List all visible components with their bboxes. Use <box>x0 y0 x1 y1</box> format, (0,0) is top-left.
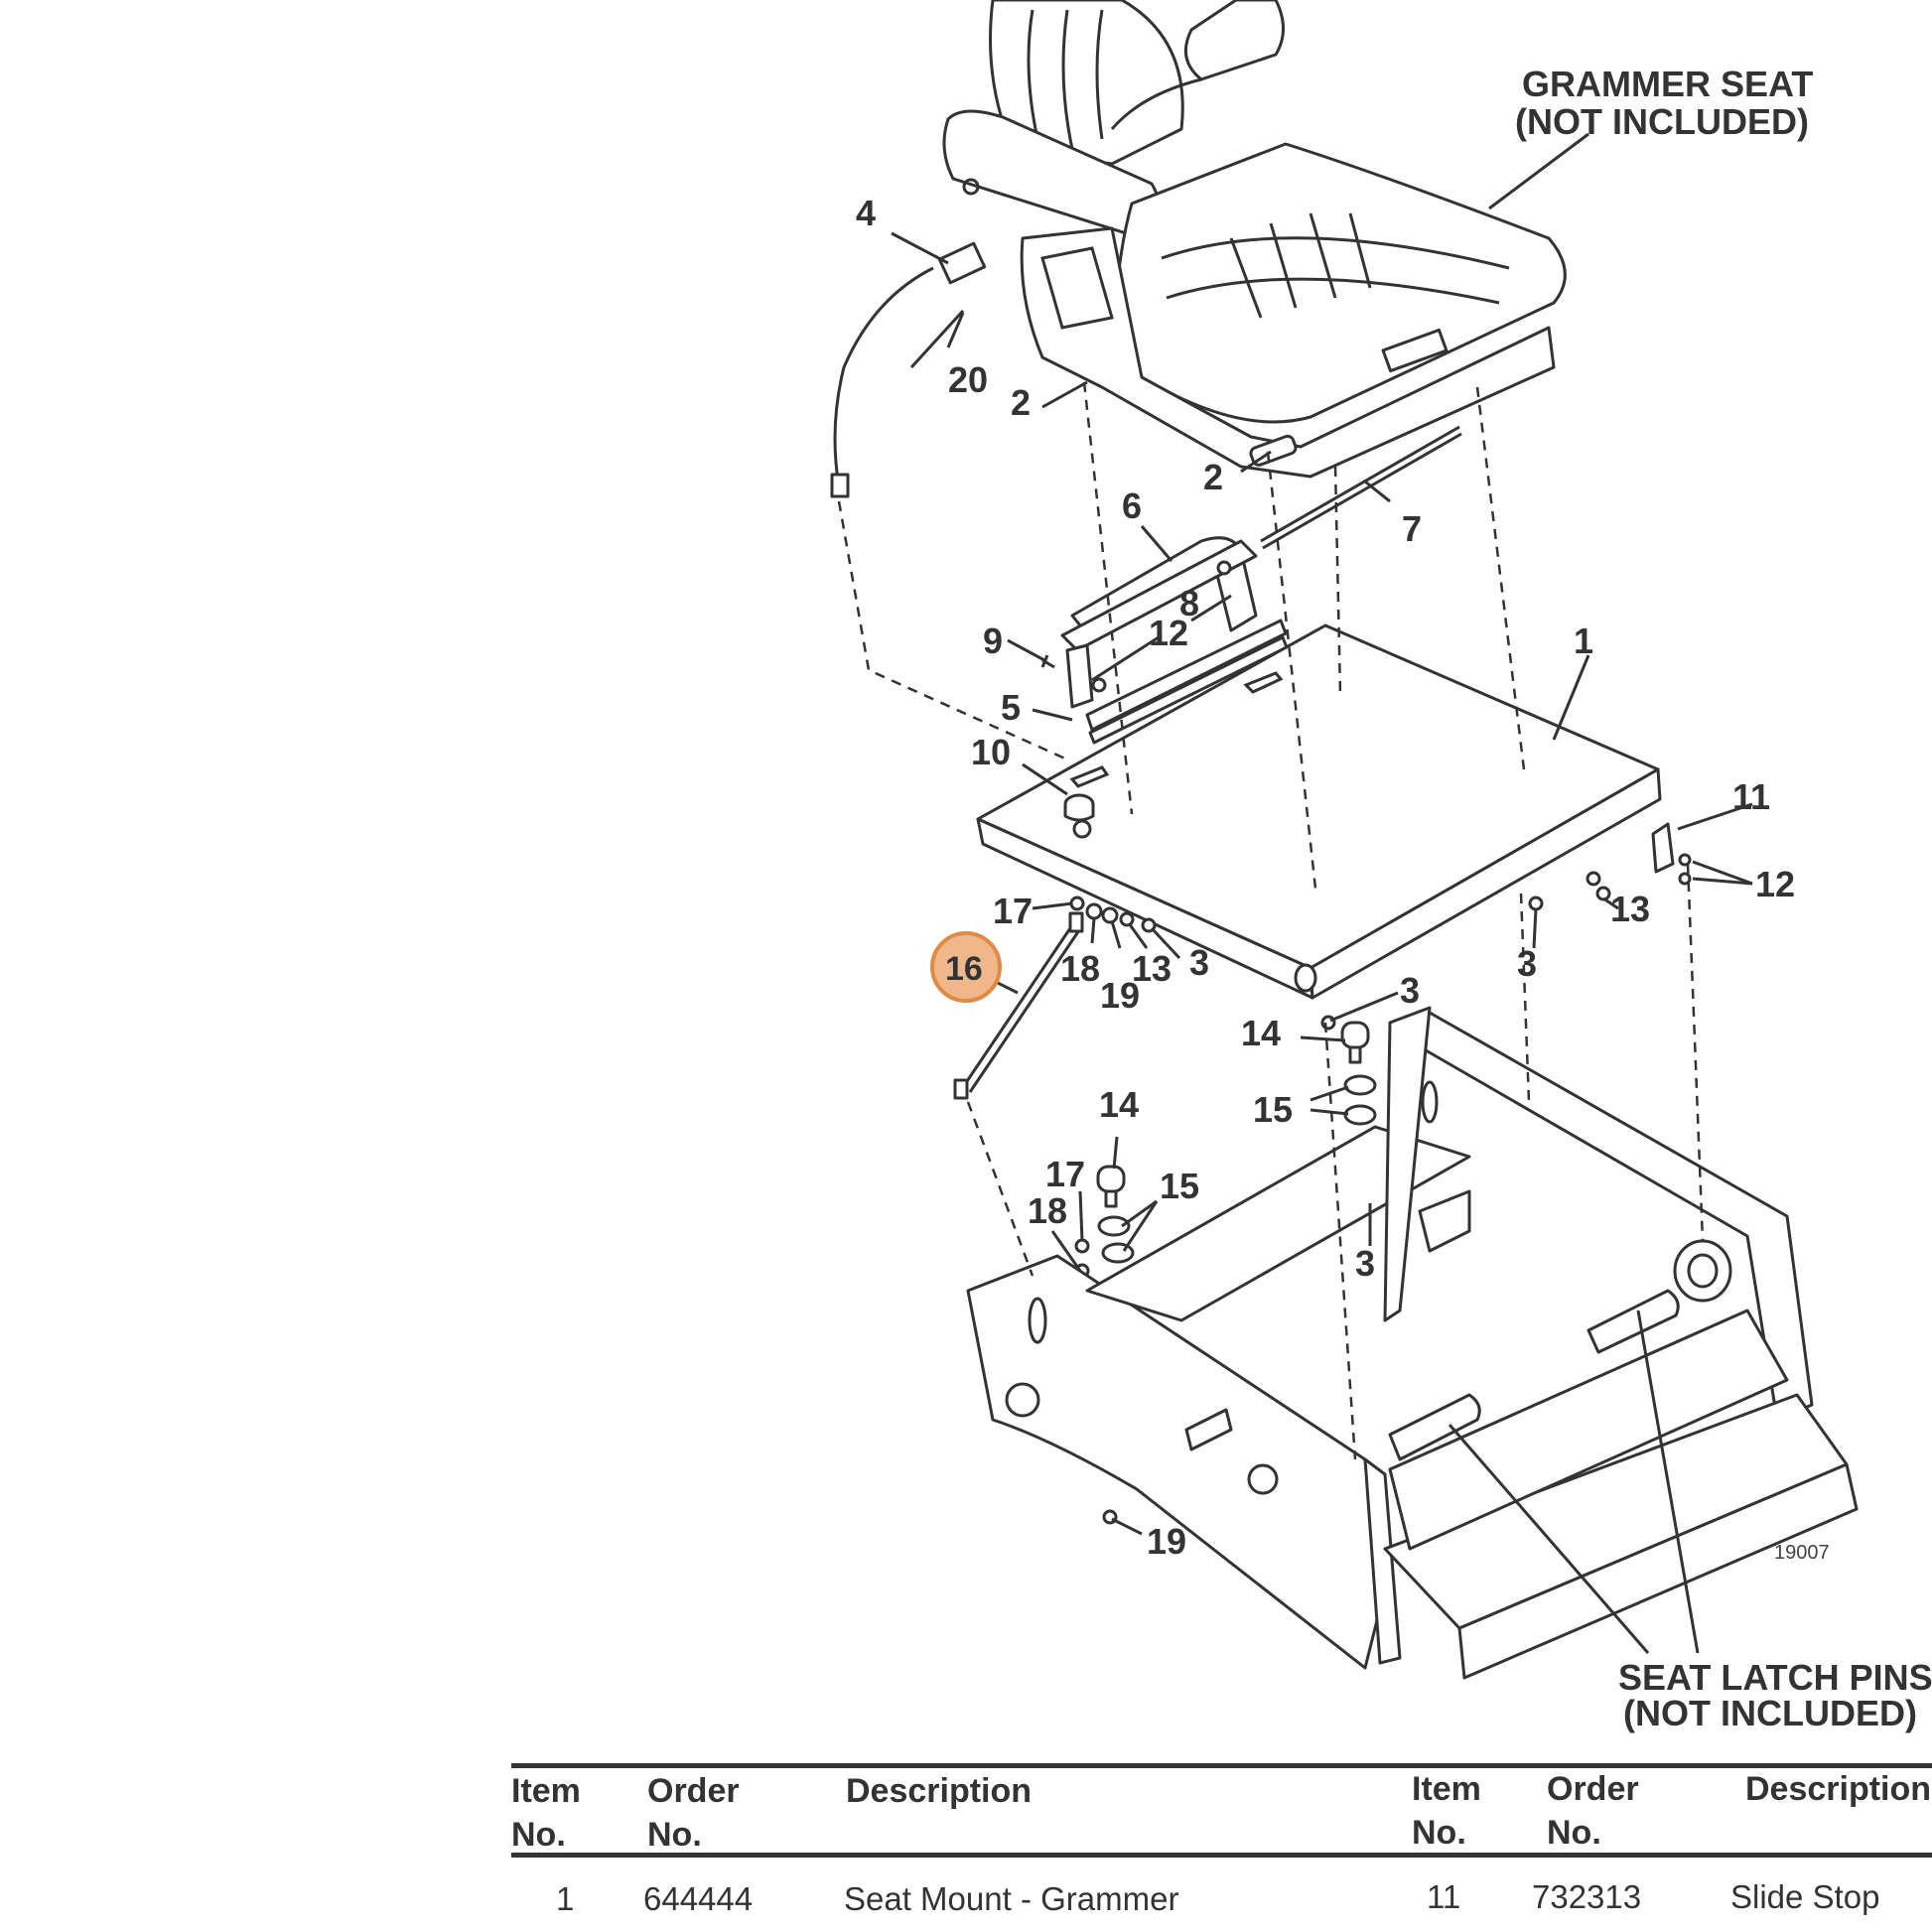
callout-5: 5 <box>1001 687 1021 728</box>
table-header-rule <box>511 1853 1932 1858</box>
header-order-no-right: Order No. <box>1547 1770 1639 1852</box>
header-description-right: Description <box>1745 1770 1932 1808</box>
row-description-right: Slide Stop <box>1730 1878 1880 1915</box>
callout-10: 10 <box>971 732 1011 772</box>
callout-19: 19 <box>1147 1521 1186 1562</box>
parts-table: Item No. Order No. Description Item No. … <box>511 1763 1932 1932</box>
callout-12: 12 <box>1755 864 1795 904</box>
callout-13: 13 <box>1610 889 1650 929</box>
table-top-rule <box>511 1763 1932 1768</box>
chassis-frame-drawing <box>966 1006 1859 1680</box>
grammer-seat-drawing <box>942 0 1567 479</box>
wire-harness-drawing <box>830 241 987 498</box>
callout-12: 12 <box>1149 613 1188 653</box>
seat-title-line-2: (NOT INCLUDED) <box>1515 101 1809 142</box>
callout-3: 3 <box>1517 943 1537 984</box>
header-item-no: Item No. <box>511 1772 581 1854</box>
callout-3: 3 <box>1400 970 1420 1011</box>
callout-3: 3 <box>1355 1243 1375 1284</box>
callout-1: 1 <box>1574 621 1593 661</box>
seat-title-line-1: GRAMMER SEAT <box>1522 64 1813 104</box>
highlighted-callout-16[interactable]: 16 <box>930 931 1002 1003</box>
callout-18: 18 <box>1060 948 1100 989</box>
callout-17: 17 <box>1045 1154 1085 1194</box>
callout-2: 2 <box>1011 382 1031 423</box>
header-order-no: Order No. <box>647 1772 740 1854</box>
callout-19: 19 <box>1100 975 1140 1016</box>
callout-8: 8 <box>1179 583 1199 623</box>
callout-11: 11 <box>1732 776 1770 817</box>
callout-numbers: 1 2 2 3 3 3 3 4 5 6 7 8 9 10 11 12 12 13… <box>856 193 1795 1562</box>
row-order-no: 644444 <box>643 1880 754 1917</box>
exploded-parts-diagram: 1 2 2 3 3 3 3 4 5 6 7 8 9 10 11 12 12 13… <box>830 0 1932 1733</box>
callout-9: 9 <box>983 621 1003 661</box>
row-description: Seat Mount - Grammer <box>844 1880 1179 1917</box>
callout-15: 15 <box>1160 1166 1199 1206</box>
seat-mount-plate-drawing <box>976 623 1692 1000</box>
callout-7: 7 <box>1402 508 1422 549</box>
figure-number: 19007 <box>1774 1542 1830 1564</box>
callout-3: 3 <box>1189 942 1209 983</box>
row-item-no: 1 <box>556 1880 575 1917</box>
callout-14: 14 <box>1099 1084 1139 1125</box>
callout-18: 18 <box>1028 1190 1067 1231</box>
callout-4: 4 <box>856 193 876 233</box>
callout-6: 6 <box>1122 485 1142 526</box>
callout-14: 14 <box>1241 1013 1281 1053</box>
row-order-no-right: 732313 <box>1532 1878 1642 1915</box>
callout-15: 15 <box>1253 1089 1293 1130</box>
header-description: Description <box>846 1772 1033 1810</box>
header-item-no-right: Item No. <box>1412 1770 1481 1852</box>
callout-17: 17 <box>993 891 1033 931</box>
row-item-no-right: 11 <box>1427 1878 1461 1915</box>
callout-20: 20 <box>948 359 988 400</box>
highlight-callout-label: 16 <box>945 950 983 988</box>
leader-lines <box>891 132 1753 1654</box>
pins-title-line-2: (NOT INCLUDED) <box>1623 1693 1917 1733</box>
alignment-lines <box>837 381 1705 1460</box>
pins-title-line-1: SEAT LATCH PINS <box>1618 1657 1932 1698</box>
callout-13: 13 <box>1132 948 1172 989</box>
callout-2: 2 <box>1203 457 1223 497</box>
